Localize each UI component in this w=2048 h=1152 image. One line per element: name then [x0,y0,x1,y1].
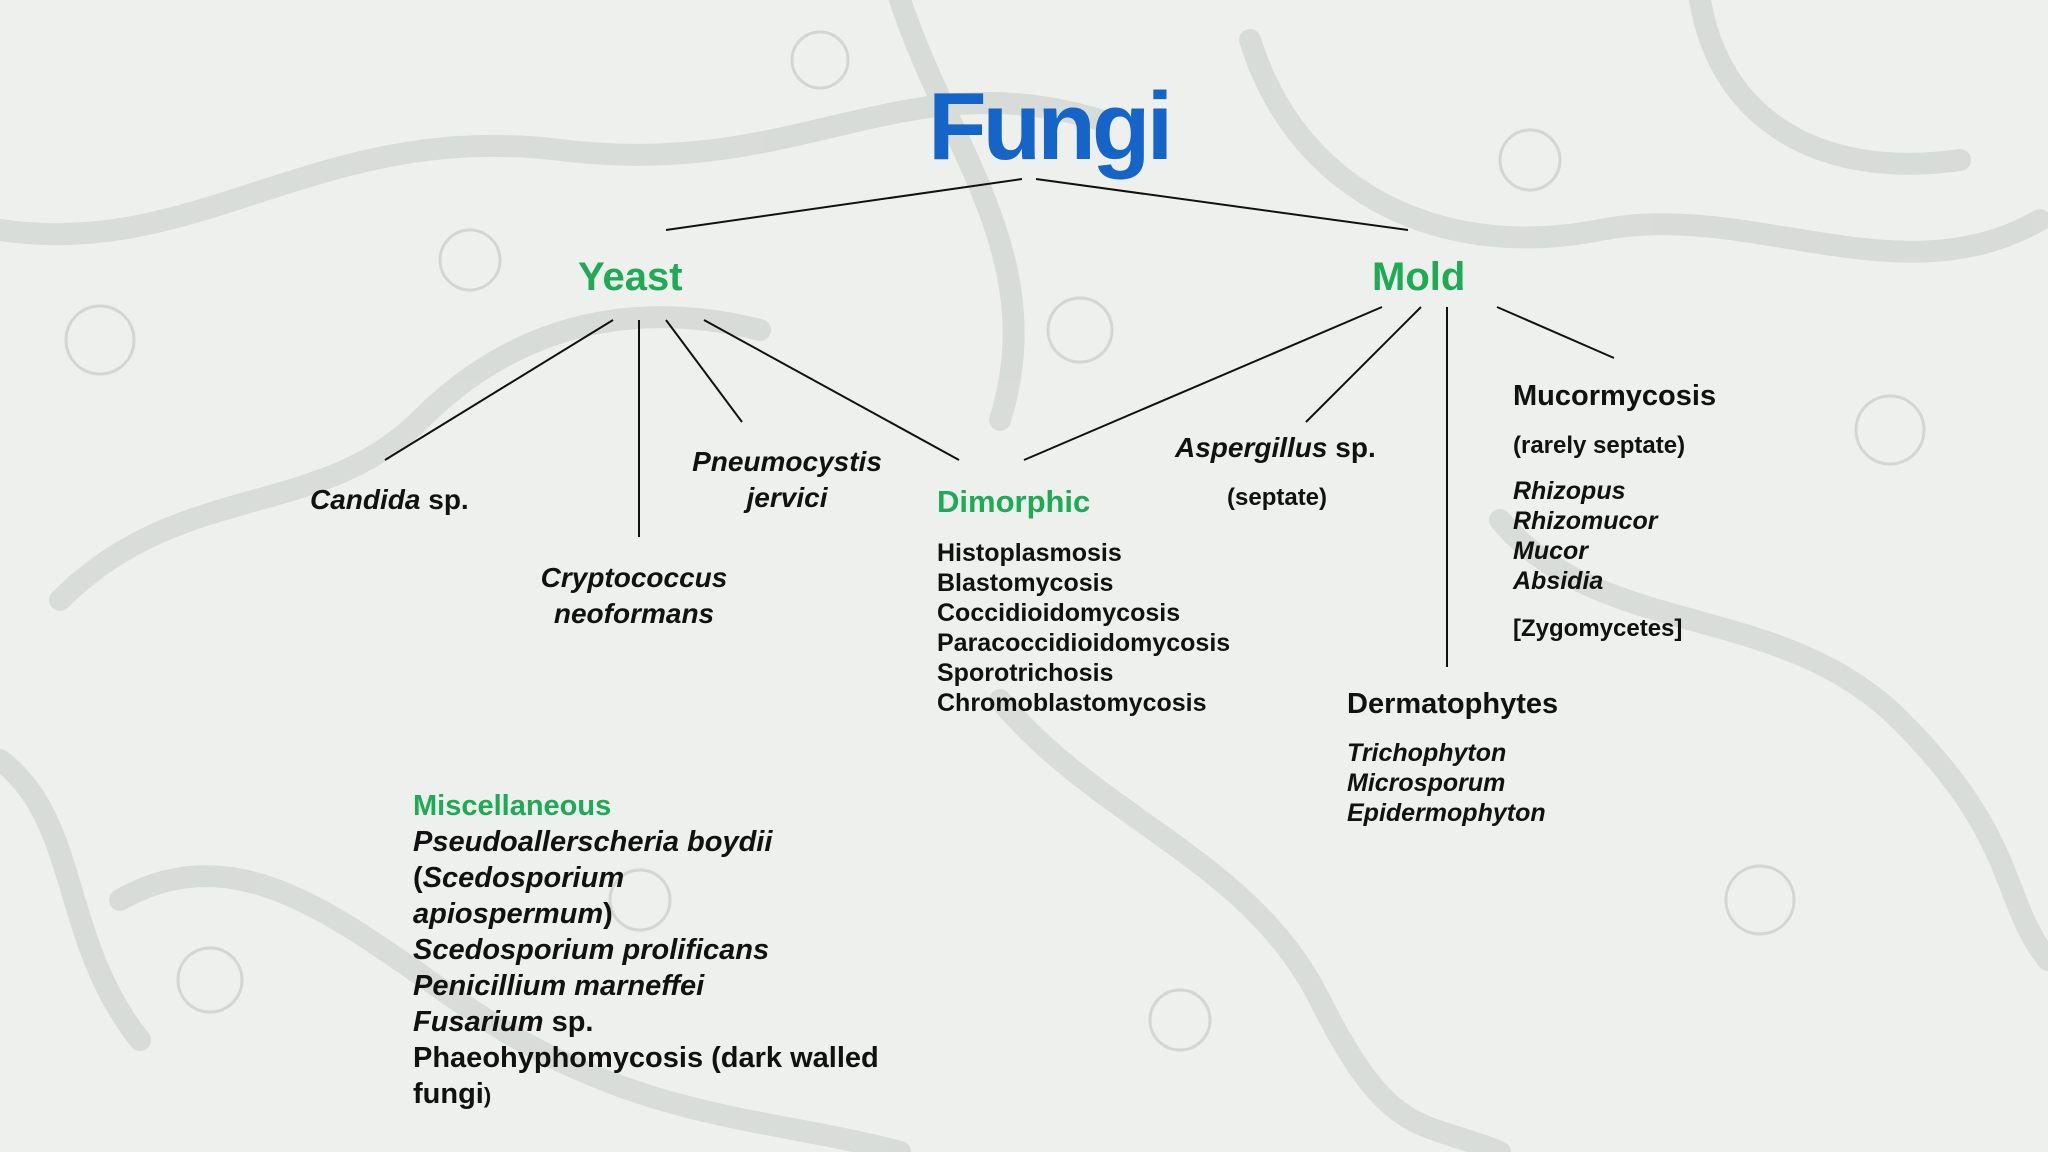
misc-paren-close: ) [603,898,613,930]
mucormycosis-note: (rarely septate) [1513,432,1686,459]
pneumocystis-line-1: Pneumocystis [692,446,882,477]
misc-line: Penicillium marneffei [413,970,705,1002]
mucor-genus-item: Rhizomucor [1513,507,1658,535]
candida-genus: Candida [310,484,421,515]
misc-line: Phaeohyphomycosis (dark walled [413,1042,879,1074]
misc-fungi: fungi [413,1078,484,1110]
dimorphic-item: Chromoblastomycosis [937,689,1207,717]
misc-line: Scedosporium prolificans [413,934,770,966]
misc-fungi-close: ) [483,1083,492,1108]
candida-suffix: sp. [420,484,469,515]
cryptococcus-line-1: Cryptococcus [540,562,728,593]
connector-yeast-dimorphic [703,319,960,461]
dimorphic-list: Histoplasmosis Blastomycosis Coccidioido… [937,538,1230,718]
misc-fusarium-suffix: sp. [543,1006,594,1038]
misc-line: fungi) [413,1076,879,1114]
misc-line: (Scedosporium [413,860,879,896]
page-title: Fungi [928,73,1173,180]
misc-line: Fusarium sp. [413,1004,879,1040]
aspergillus-genus: Aspergillus [1175,432,1328,463]
connector-yeast-candida [384,319,614,461]
connector-fungi-mold [1035,178,1409,231]
miscellaneous-label: Miscellaneous [413,790,612,822]
mucor-genus-item: Mucor [1513,537,1588,565]
mucormycosis-label: Mucormycosis [1513,380,1717,412]
dimorphic-item: Paracoccidioidomycosis [937,629,1231,657]
dimorphic-item: Sporotrichosis [937,659,1114,687]
miscellaneous-list: Pseudoallerscheria boydii ( Scedosporium … [413,824,879,1114]
mold-label: Mold [1372,255,1466,299]
misc-apiospermum: apiospermum [413,898,604,930]
misc-fusarium: Fusarium [413,1006,544,1038]
connector-fungi-yeast [665,178,1023,231]
connector-mold-dimorphic [1023,306,1383,461]
aspergillus-label: Aspergillus sp. [1175,432,1376,464]
aspergillus-note: (septate) [1227,484,1328,511]
mucor-genus-item: Rhizopus [1513,477,1626,505]
aspergillus-suffix: sp. [1327,432,1376,463]
dimorphic-item: Histoplasmosis [937,539,1122,567]
misc-line: apiospermum) [413,896,879,932]
mucor-genus-item: Absidia [1513,567,1604,595]
connector-yeast-pneumocystis [665,319,743,423]
dermatophytes-label: Dermatophytes [1347,688,1559,720]
misc-scedosporium: Scedosporium [422,862,625,894]
dimorphic-item: Coccidioidomycosis [937,599,1181,627]
pneumocystis-line-2: jervici [746,482,828,513]
zygomycetes-label: [Zygomycetes] [1513,615,1683,642]
yeast-label: Yeast [578,255,683,299]
dimorphic-item: Blastomycosis [937,569,1114,597]
dermatophyte-genus-item: Epidermophyton [1347,799,1546,827]
dermatophytes-genera: Trichophyton Microsporum Epidermophyton [1347,738,1546,828]
cryptococcus-line-2: neoformans [553,598,715,629]
connector-mold-mucormycosis [1496,306,1615,359]
misc-paren-open: ( [413,862,423,894]
dermatophyte-genus-item: Trichophyton [1347,739,1507,767]
connector-mold-aspergillus [1305,306,1422,423]
dermatophyte-genus-item: Microsporum [1347,769,1506,797]
dimorphic-label: Dimorphic [937,484,1091,519]
mucormycosis-genera: Rhizopus Rhizomucor Mucor Absidia [1513,476,1657,596]
misc-line: Pseudoallerscheria boydii [413,826,773,858]
cryptococcus-label: Cryptococcus neoformans [534,560,734,632]
pneumocystis-label: Pneumocystis jervici [681,444,893,516]
candida-label: Candida sp. [310,484,469,516]
